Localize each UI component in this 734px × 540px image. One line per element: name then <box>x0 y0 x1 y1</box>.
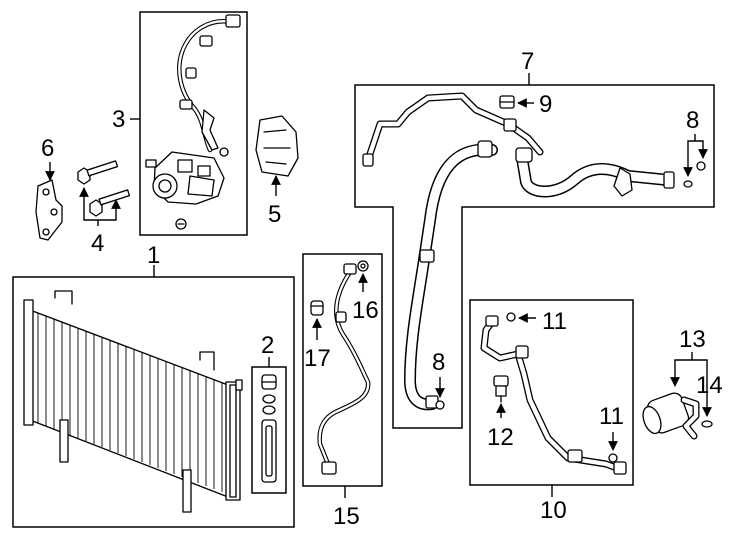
compressor-group: 3 <box>112 11 248 236</box>
liquid-line-group: 11 12 11 10 <box>469 299 634 524</box>
pressure-switch[interactable] <box>493 375 509 403</box>
liquid-line[interactable] <box>480 315 627 475</box>
callout-10: 10 <box>540 497 567 524</box>
bolt-lower[interactable] <box>89 189 131 217</box>
callout-8a-bracket <box>683 140 708 177</box>
callout-1: 1 <box>147 242 160 269</box>
callout-15: 15 <box>333 503 360 530</box>
callout-7: 7 <box>521 48 534 75</box>
callout-2: 2 <box>261 332 274 359</box>
harness-box <box>302 253 383 487</box>
condenser-core[interactable] <box>23 290 243 513</box>
bolts-group: 4 <box>77 160 131 257</box>
condenser-group: 1 <box>12 242 295 528</box>
drier-kit-group: 2 <box>251 332 287 494</box>
receiver-drier-group: 13 14 <box>640 326 723 440</box>
o-ring-liquid-bottom[interactable] <box>608 453 618 463</box>
callout-11b: 11 <box>599 403 624 430</box>
compressor-harness[interactable] <box>177 14 241 153</box>
compressor-bolt[interactable] <box>175 218 187 230</box>
callout-13-bracket <box>670 359 712 417</box>
callout-4: 4 <box>91 230 104 257</box>
callout-8b: 8 <box>432 349 445 376</box>
drier-plug[interactable] <box>261 374 277 390</box>
line-cap[interactable] <box>499 95 515 109</box>
compressor-bracket[interactable] <box>35 179 63 241</box>
discharge-line[interactable] <box>362 92 544 167</box>
callout-13: 13 <box>679 326 706 353</box>
harness-clip[interactable] <box>310 300 324 316</box>
callout-6: 6 <box>41 135 54 162</box>
o-ring-liquid-top[interactable] <box>506 312 516 322</box>
bolt-upper[interactable] <box>77 160 119 185</box>
bracket-group: 6 <box>35 135 63 241</box>
callout-14: 14 <box>696 372 723 399</box>
o-ring-pair-upper[interactable] <box>683 161 706 188</box>
callout-3: 3 <box>112 106 125 133</box>
condenser-fins <box>37 313 223 492</box>
callout-9: 9 <box>539 91 552 118</box>
line-assembly-group: 9 8 8 7 <box>354 48 715 429</box>
harness-group: 16 17 15 <box>302 253 383 530</box>
callout-11a: 11 <box>542 308 567 335</box>
line-assembly-box <box>354 84 715 429</box>
drier-o-ring[interactable] <box>701 420 713 428</box>
compressor-box <box>139 11 248 236</box>
wiring-harness[interactable] <box>317 263 371 475</box>
heat-shield[interactable] <box>255 115 299 177</box>
heat-shield-group: 5 <box>255 115 299 228</box>
callout-4-bracket <box>79 187 121 221</box>
suction-pipe[interactable] <box>515 147 675 198</box>
compressor-body[interactable] <box>145 147 229 205</box>
drier-o-ring-1[interactable] <box>262 394 276 404</box>
callout-12: 12 <box>487 424 514 451</box>
receiver-drier[interactable] <box>640 391 700 440</box>
desiccant-bag[interactable] <box>261 419 277 483</box>
suction-hose[interactable] <box>404 140 498 411</box>
callout-5: 5 <box>268 201 281 228</box>
callout-17: 17 <box>304 345 331 372</box>
o-ring-lower[interactable] <box>435 400 445 410</box>
callout-16: 16 <box>352 297 379 324</box>
callout-8a: 8 <box>686 107 699 134</box>
drier-o-ring-2[interactable] <box>262 405 276 415</box>
